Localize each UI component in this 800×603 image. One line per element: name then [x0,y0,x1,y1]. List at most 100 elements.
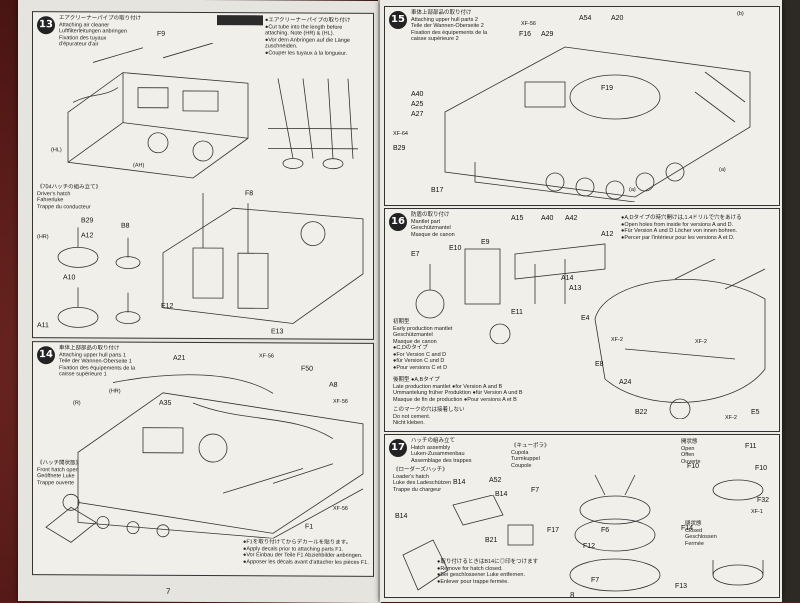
label-a40-16: A40 [541,215,554,222]
do-not-cement-note: このマークの穴は接着しない Do not cement. Nicht klebe… [393,407,465,426]
label-e13: E13 [271,328,284,336]
label-b29-15: B29 [393,145,406,152]
label-b14-c: B14 [395,513,408,520]
label-e12: E12 [161,302,174,310]
label-b8: B8 [121,222,130,230]
step-16-number: 16 [389,213,407,231]
upper-hull-rear-drawing [435,32,755,203]
label-f1: F1 [305,523,314,531]
label-xf2-b: XF-2 [695,339,707,345]
label-a35: A35 [159,399,172,407]
instruction-page-right: 15 車体上部部品の取り付け Attaching upper hull part… [380,0,782,602]
loaders-hatch-title: 《ローダーズハッチ》 Loader's hatch Luke des Lades… [393,467,452,493]
step-13-black-tab [217,15,263,26]
label-xf56-c: XF-56 [333,505,348,512]
label-f14: F14 [681,525,694,532]
step-14-decal-note: ●F1を取り付けてからデカールを貼ります。 ●Apply decals prio… [243,539,369,566]
page-number-left: 7 [166,586,171,596]
label-a15: A15 [511,215,524,222]
label-a54: A54 [579,15,592,22]
label-f9: F9 [157,30,166,38]
label-a8: A8 [329,381,338,389]
label-r: (R) [73,400,81,407]
step-14-number: 14 [37,346,55,365]
label-xf56-b: XF-56 [333,398,348,405]
label-xf56-15: XF-56 [521,21,536,27]
label-e8: E8 [595,361,604,368]
label-a21: A21 [173,354,186,362]
label-b29: B29 [81,217,94,225]
step-13-note: ●エアクリーナーパイプの取り付け ●Cut tube into the leng… [265,17,351,57]
closed-state-label: 閉状態 Closed Geschlossen Fermée [685,521,717,547]
label-a10: A10 [63,274,76,282]
step-17-panel: 17 ハッチの組み立て Hatch assembly Luken-Zusamme… [384,434,780,598]
label-b: (b) [737,11,744,17]
label-b22: B22 [635,409,648,416]
label-a11: A11 [37,322,49,330]
label-f7-b: F7 [591,577,600,584]
mantlet-parts-drawing [405,224,625,345]
cupola-closed-drawing [703,475,773,590]
turret-mantlet-drawing [585,258,775,420]
cupola-title: 《キューポラ》 Cupola Turmkuppel Coupole [511,443,550,469]
step-14-panel: 14 車体上部部品の取り付け Attaching upper hull part… [32,341,374,577]
label-f32: F32 [757,497,770,504]
label-a42: A42 [565,215,578,222]
label-ah: (AH) [133,162,145,169]
label-a12: A12 [81,232,94,240]
early-mantlet-note: 初期型 Early production mantlet Geschützman… [393,319,453,371]
right-page-edge [782,0,800,602]
hull-rear-drawing [63,42,253,183]
label-f13: F13 [675,583,688,590]
step-17-number: 17 [389,439,407,457]
label-e10: E10 [449,245,462,252]
cupola-assembly-drawing [545,455,685,595]
label-a27: A27 [411,111,424,118]
label-f8: F8 [245,190,254,198]
drivers-hatch-drawing [43,217,153,333]
step-16-panel: 16 防盾の取り付け Mantlet part Geschützmantel M… [384,208,780,432]
label-f50: F50 [301,365,314,373]
label-f17: F17 [547,527,560,534]
label-e11: E11 [511,309,523,316]
hull-engine-deck-drawing [153,193,368,334]
step-15-number: 15 [389,11,407,29]
step-17-hatch-closed-note: ●取り付けるときはB14に◎印をつけます ●Remove for hatch c… [437,559,539,585]
label-b17: B17 [431,187,444,194]
label-a29: A29 [541,31,554,38]
label-f11: F11 [745,443,757,450]
page-number-right: 8 [570,591,575,600]
label-a-1: (a) [719,167,726,173]
label-hr: (HR) [37,234,49,241]
label-a14: A14 [561,275,574,282]
step-17-title: ハッチの組み立て Hatch assembly Luken-Zusammenba… [411,438,472,464]
label-xf56-a: XF-56 [259,353,274,360]
label-f6: F6 [601,527,610,534]
open-state-label: 開状態 Open Offen Ouverte [681,439,701,465]
label-e7: E7 [411,251,420,258]
label-a40: A40 [411,91,424,98]
loaders-hatch-drawing [393,494,543,595]
step-16-drill-note: ●A,Dタイプの時穴開けは,1.4ドリルで穴をあける ●Open holes f… [621,215,742,241]
label-a12-16: A12 [601,231,614,238]
air-cleaner-pipes-drawing [258,68,368,179]
label-xf1: XF-1 [751,509,763,515]
label-f10-b: F10 [755,465,768,472]
label-f19: F19 [601,85,614,92]
label-a24: A24 [619,379,632,386]
label-xf2-c: XF-2 [725,415,737,421]
label-xf2-a: XF-2 [611,337,623,343]
label-b14-b: B14 [495,491,508,498]
instruction-page-left: 13 エアクリーナーパイプの取り付け Attaching air cleaner… [18,0,381,603]
label-hl: (HL) [51,147,62,154]
label-f10-a: F10 [687,463,700,470]
label-f16: F16 [519,31,532,38]
label-f12: F12 [583,543,596,550]
label-a20: A20 [611,15,624,22]
label-f7-a: F7 [531,487,540,494]
label-xf64-15: XF-64 [393,131,408,137]
label-hr-14: (HR) [109,388,121,395]
label-a-2: (a) [629,187,636,193]
step-15-title: 車体上部部品の取り付け Attaching upper hull parts 2… [411,10,488,42]
label-a25: A25 [411,101,424,108]
